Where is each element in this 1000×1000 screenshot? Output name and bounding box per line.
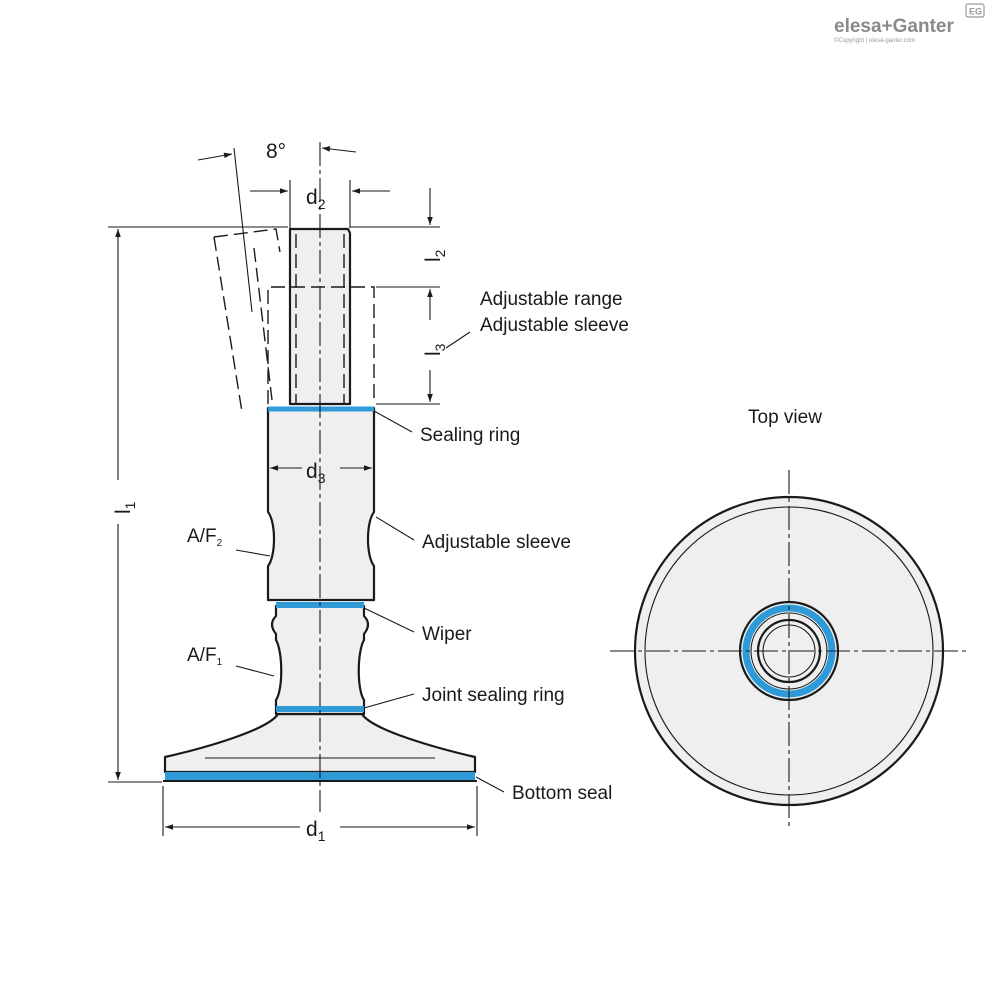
- af2-label: A/F2: [187, 526, 223, 549]
- af1-label: A/F1: [187, 645, 223, 668]
- brand-badge-frame: [965, 3, 985, 18]
- top-view: Top view: [610, 407, 970, 828]
- l3-label: l3: [422, 343, 448, 356]
- top-view-title: Top view: [748, 407, 822, 428]
- callout-bottom-seal: Bottom seal: [475, 776, 612, 804]
- dimension-angle: 8°: [197, 140, 357, 313]
- dimension-d2: d2: [250, 180, 390, 228]
- d2-label: d2: [306, 186, 326, 212]
- dimension-d3: d3: [270, 460, 372, 486]
- brand-badge-text: EG: [969, 7, 982, 17]
- dimension-l2-l3: l2 l3: [350, 188, 448, 405]
- adjustable-sleeve-top-label: Adjustable sleeve: [480, 315, 629, 336]
- swivel-ghost-outline: [213, 228, 281, 413]
- callout-wiper: Wiper: [363, 607, 472, 645]
- af1-callout: A/F1: [187, 645, 275, 677]
- side-view: 8° d2 l2 l3: [108, 140, 629, 844]
- adjustable-range-label: Adjustable range: [480, 289, 623, 310]
- l2-label: l2: [422, 249, 448, 262]
- af2-callout: A/F2: [187, 526, 271, 557]
- brand-logo: elesa+Ganter EG ©Copyright | elesa-gante…: [834, 3, 985, 44]
- dimension-l1: l1: [108, 226, 288, 783]
- d3-label: d3: [306, 460, 326, 486]
- dimension-d1: d1: [162, 786, 478, 844]
- callout-adjustable-sleeve: Adjustable sleeve: [375, 516, 571, 553]
- d1-label: d1: [306, 818, 326, 844]
- bottom-seal-label: Bottom seal: [512, 783, 612, 804]
- l1-label: l1: [112, 501, 138, 514]
- brand-logo-text: elesa+Ganter: [834, 16, 954, 37]
- wiper-label: Wiper: [422, 624, 472, 645]
- callout-adjustable-range: Adjustable range Adjustable sleeve: [445, 289, 629, 349]
- callout-joint-sealing-ring: Joint sealing ring: [363, 685, 565, 709]
- adjustable-range-outline: [267, 286, 375, 404]
- angle-value: 8°: [266, 140, 286, 163]
- copyright-text: ©Copyright | elesa-ganter.com: [834, 37, 915, 44]
- sealing-ring-label: Sealing ring: [420, 425, 520, 446]
- adjustable-sleeve-label: Adjustable sleeve: [422, 532, 571, 553]
- callout-sealing-ring: Sealing ring: [373, 410, 520, 446]
- adjustable-sleeve: [266, 406, 376, 602]
- joint-sealing-ring-label: Joint sealing ring: [422, 685, 565, 706]
